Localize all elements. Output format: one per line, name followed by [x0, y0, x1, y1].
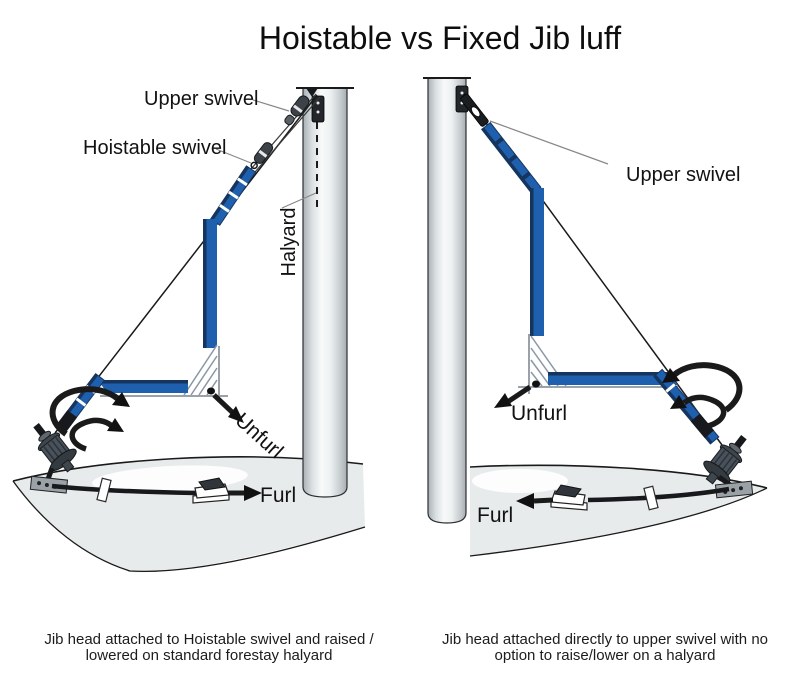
left-hoistable-swivel-label: Hoistable swivel	[83, 137, 227, 159]
left-upper-swivel	[284, 95, 310, 126]
left-masthead-notch-icon	[306, 88, 318, 97]
right-deck-highlight	[472, 469, 568, 493]
left-clew-dot	[207, 387, 215, 395]
right-hull-bottom-curve	[469, 487, 768, 557]
right-furled-luff-lower	[653, 368, 720, 445]
hatch-line	[530, 359, 551, 387]
right-sail-luff-strip	[530, 188, 544, 336]
left-halyard-leader	[281, 192, 317, 209]
right-clew-dot	[532, 380, 540, 388]
right-furl-label: Furl	[477, 504, 514, 527]
right-rotation-arrows-icon	[662, 362, 743, 429]
right-upper-swivel	[460, 93, 489, 127]
right-upper-swivel-label: Upper swivel	[626, 164, 741, 186]
right-attach-dot	[460, 91, 464, 95]
left-diagram	[12, 87, 366, 573]
right-hull	[469, 464, 768, 557]
right-caption-line2: option to raise/lower on a halyard	[494, 647, 716, 664]
left-upper-swivel-label: Upper swivel	[144, 88, 259, 110]
right-deck-edge	[469, 464, 768, 489]
hatch-line	[530, 371, 543, 387]
left-furl-label: Furl	[260, 484, 297, 507]
left-halyard-label: Halyard	[278, 207, 300, 277]
hatch-line	[183, 344, 218, 396]
left-upper-swivel-leader	[252, 99, 290, 112]
right-caption: Jib head attached directly to upper swiv…	[420, 632, 790, 664]
left-furled-luff-upper	[209, 165, 257, 226]
right-diagram	[423, 77, 768, 557]
left-unfurl-arrow-icon	[212, 393, 244, 423]
right-furling-drum	[703, 435, 747, 485]
left-stay-wire	[254, 96, 321, 173]
left-caption-line2: lowered on standard forestay halyard	[85, 647, 333, 664]
page-title: Hoistable vs Fixed Jib luff	[258, 20, 622, 56]
left-hoistable-swivel	[250, 142, 274, 170]
left-exit-dot	[316, 101, 320, 105]
left-rotation-arrows-icon	[49, 386, 130, 452]
right-caption-line1: Jib head attached directly to upper swiv…	[441, 631, 768, 648]
left-sail-luff-strip	[203, 219, 217, 348]
left-caption: Jib head attached to Hoistable swivel an…	[20, 632, 398, 664]
left-sail-clew-corner	[100, 344, 228, 400]
hatch-line	[198, 367, 218, 396]
left-hoistable-swivel-leader	[215, 148, 252, 164]
right-mast-body	[427, 77, 467, 524]
left-mast	[296, 87, 354, 498]
right-furl-arrow-icon	[516, 493, 554, 509]
left-sail-foot-band	[98, 380, 188, 393]
hatch-line	[190, 355, 218, 396]
left-furl-arrow-icon	[228, 485, 262, 501]
right-unfurl-arrow-icon	[494, 384, 532, 408]
right-furl-line	[516, 484, 730, 511]
left-furling-drum	[33, 423, 77, 473]
right-unfurl-label: Unfurl	[511, 402, 568, 425]
right-furled-luff-upper	[480, 121, 542, 195]
left-exit-dot	[316, 110, 320, 114]
right-mast	[423, 77, 471, 524]
left-hull-bottom-curve	[12, 480, 366, 573]
right-sail-foot-band	[548, 372, 678, 385]
left-cleat	[192, 477, 230, 504]
left-caption-line1: Jib head attached to Hoistable swivel an…	[44, 631, 374, 648]
left-furl-line	[51, 477, 262, 504]
right-fairlead	[643, 485, 659, 511]
right-upper-swivel-leader	[489, 120, 609, 165]
left-mast-body	[302, 87, 348, 498]
left-fairlead	[96, 477, 112, 503]
